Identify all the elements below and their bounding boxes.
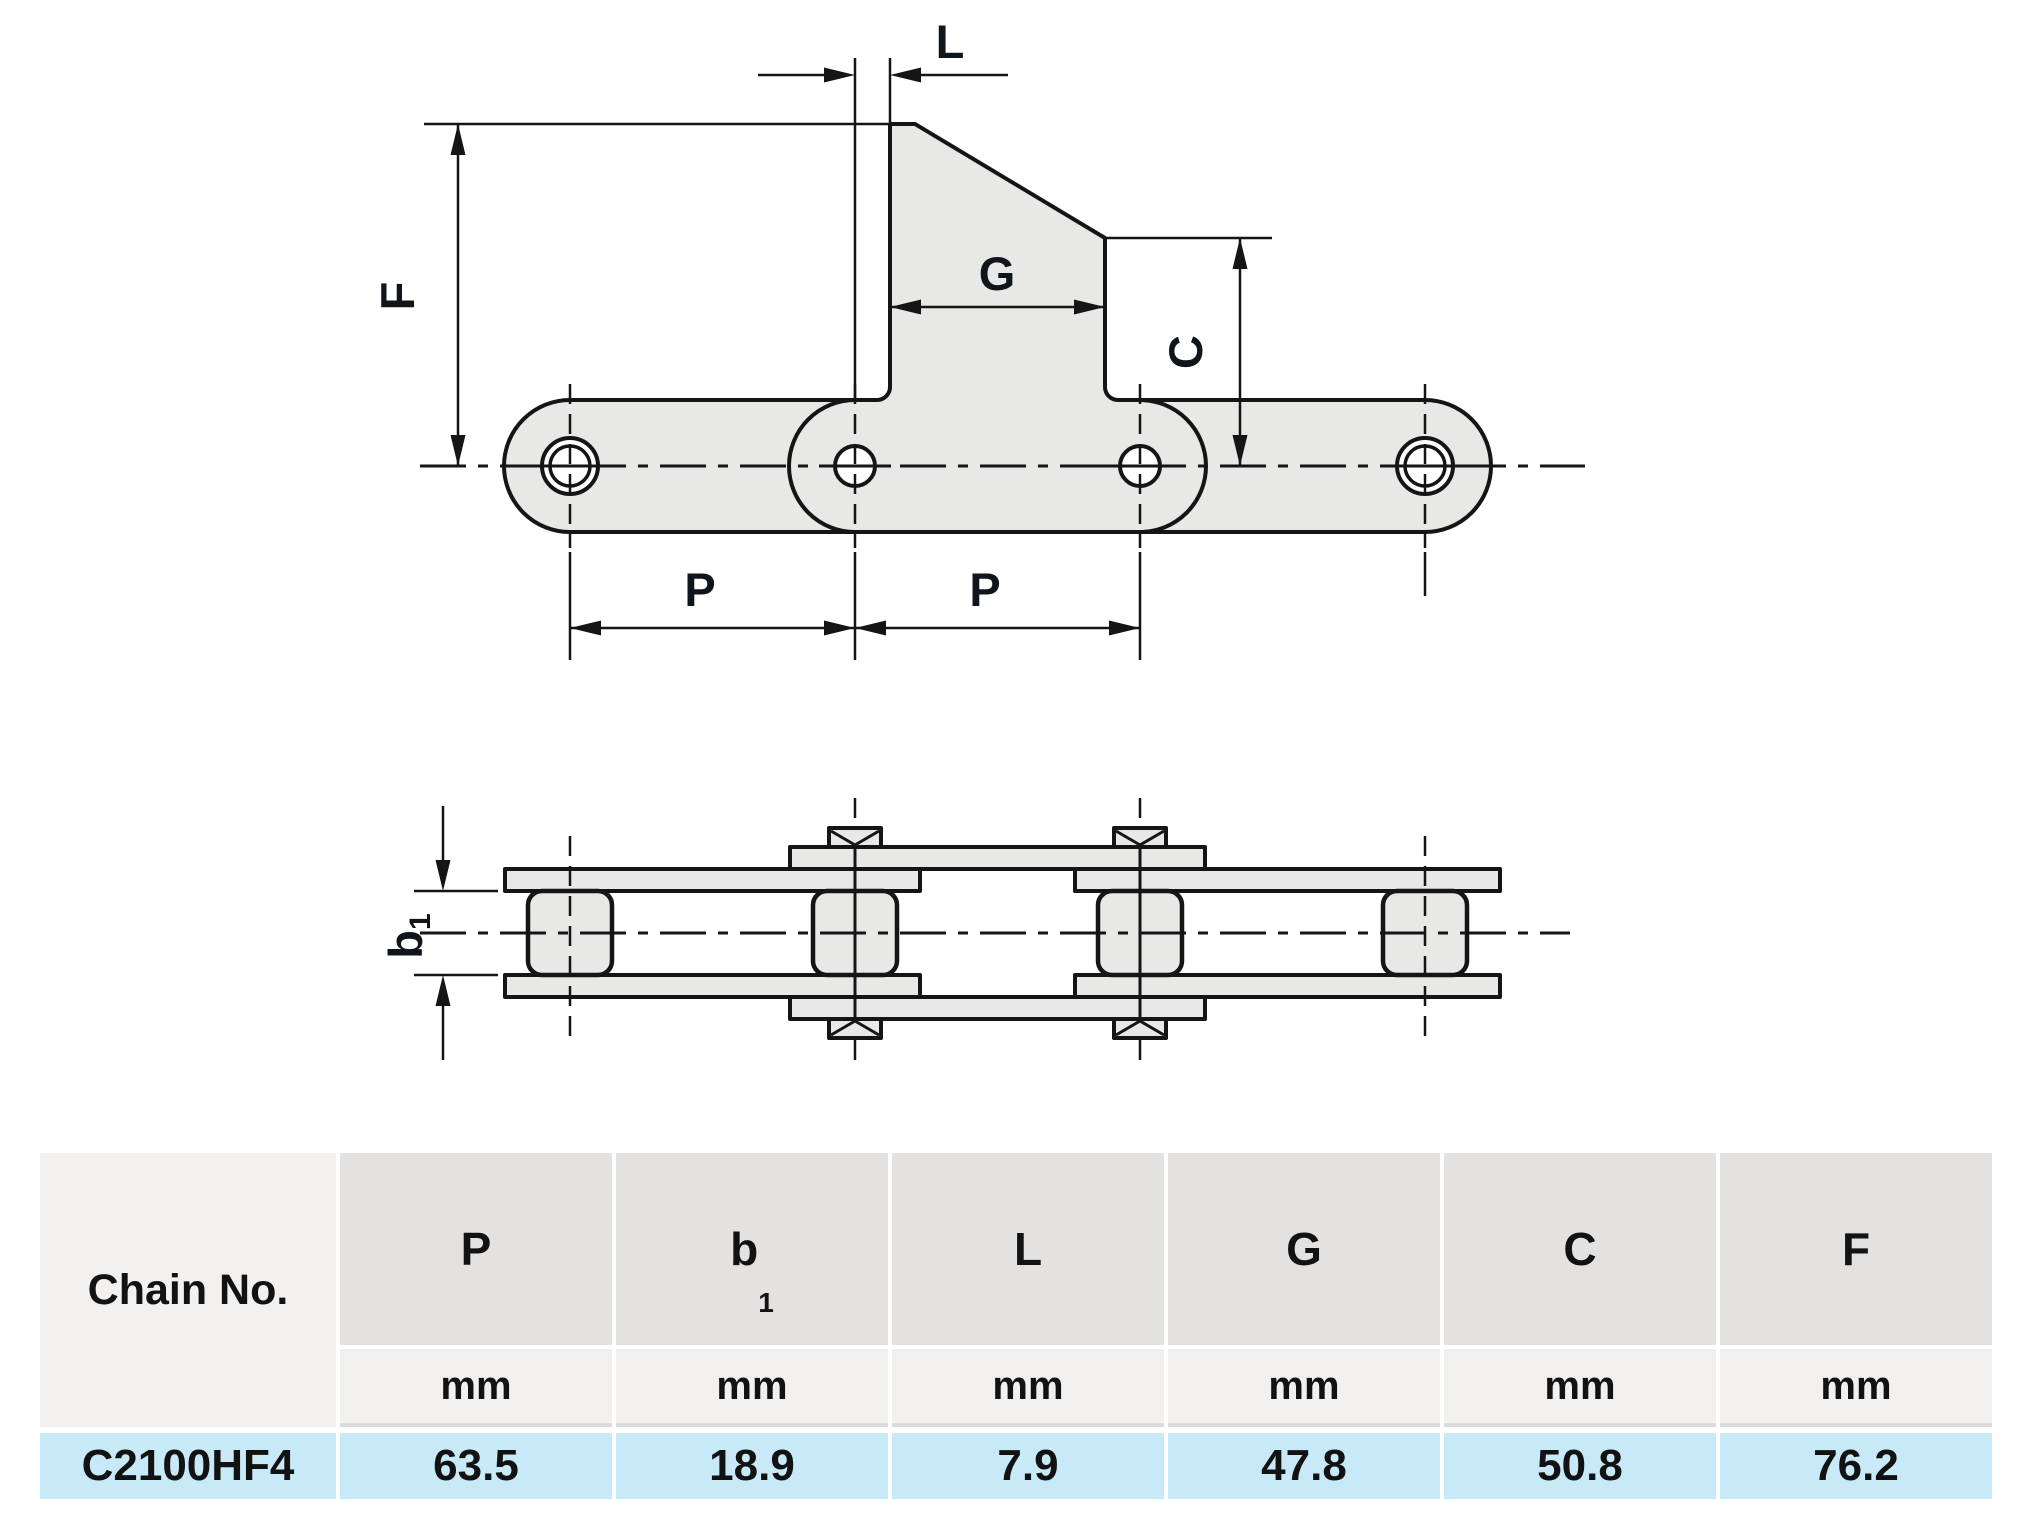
dim-label-P-left: P <box>684 563 715 616</box>
unit-cell-C: mm <box>1444 1345 1716 1427</box>
arrowhead <box>1232 238 1248 269</box>
unit-cell-L: mm <box>892 1345 1164 1427</box>
outer-plate-bottom <box>788 995 1207 1021</box>
value-F: 76.2 <box>1720 1433 1992 1499</box>
col-header-G: G <box>1168 1153 1440 1345</box>
pin-head <box>1112 826 1168 849</box>
side-view: L F G C <box>371 15 1585 660</box>
dim-label-C: C <box>1159 335 1212 369</box>
pin-head <box>827 826 883 849</box>
arrowhead <box>855 620 886 636</box>
col-header-P: P <box>340 1153 612 1345</box>
hole-center-marks <box>534 384 1461 548</box>
unit-cell-b1: mm <box>616 1345 888 1427</box>
value-G: 47.8 <box>1168 1433 1440 1499</box>
arrowhead <box>450 435 466 466</box>
arrowhead <box>890 299 921 315</box>
arrowhead <box>824 67 855 83</box>
plan-view: b1 <box>379 798 1570 1068</box>
arrowhead <box>890 67 921 83</box>
arrowhead <box>450 124 466 155</box>
arrowhead <box>1232 435 1248 466</box>
value-P: 63.5 <box>340 1433 612 1499</box>
arrowhead <box>435 860 451 891</box>
col-header-C: C <box>1444 1153 1716 1345</box>
dim-label-G: G <box>979 247 1016 300</box>
arrowhead <box>824 620 855 636</box>
unit-cell-P: mm <box>340 1345 612 1427</box>
col-header-L: L <box>892 1153 1164 1345</box>
inner-plate-bottom-right <box>1073 973 1502 999</box>
dimension-P-left: P <box>568 552 857 660</box>
inner-plate-top-right <box>1073 867 1502 893</box>
dimension-L: L <box>758 15 1008 400</box>
inner-plate-bottom-left <box>503 973 922 999</box>
value-chain-no: C2100HF4 <box>40 1433 336 1499</box>
dim-label-P-right: P <box>969 563 1000 616</box>
dimension-P-right: P <box>855 552 1427 660</box>
arrowhead <box>1074 299 1105 315</box>
arrowhead <box>435 975 451 1006</box>
dimension-C: C <box>1105 236 1272 466</box>
col-header-F: F <box>1720 1153 1992 1345</box>
dimension-G: G <box>890 247 1105 315</box>
outer-plate-top <box>788 845 1207 871</box>
dimension-b1: b1 <box>379 806 498 1060</box>
value-C: 50.8 <box>1444 1433 1716 1499</box>
unit-cell-G: mm <box>1168 1345 1440 1427</box>
inner-plate-top-left <box>503 867 922 893</box>
value-b1: 18.9 <box>616 1433 888 1499</box>
value-L: 7.9 <box>892 1433 1164 1499</box>
unit-cell-F: mm <box>1720 1345 1992 1427</box>
arrowhead <box>570 620 601 636</box>
arrowhead <box>1109 620 1140 636</box>
table-chain-no-header: Chain No. <box>40 1153 336 1427</box>
pin-2 <box>827 798 883 1068</box>
dim-label-b1: b1 <box>379 913 437 958</box>
attachment-link-plate <box>787 122 1208 534</box>
dim-label-F: F <box>371 282 424 311</box>
pin-head <box>827 1017 883 1040</box>
dim-label-L: L <box>936 15 965 68</box>
dimension-F: F <box>371 122 888 466</box>
pin-head <box>1112 1017 1168 1040</box>
chain-drawing: L F G C <box>371 15 1585 1068</box>
